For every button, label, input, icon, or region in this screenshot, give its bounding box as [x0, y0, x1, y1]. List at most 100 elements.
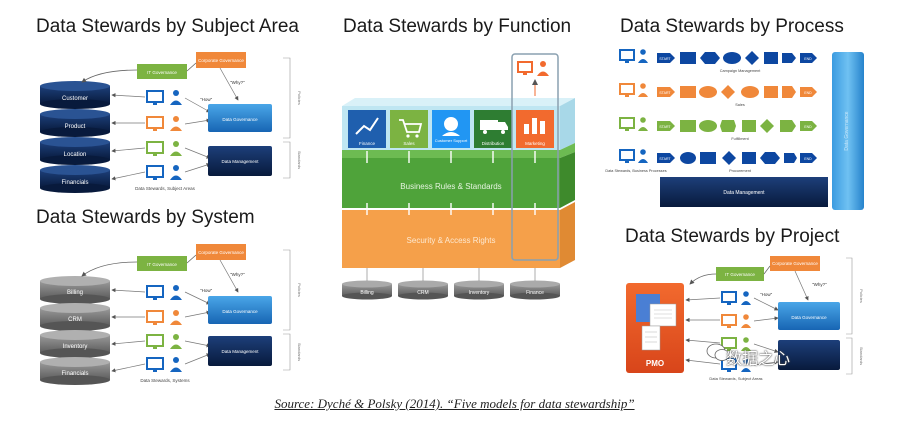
- tile-label: Distribution: [482, 141, 505, 146]
- cylinder-location: Location: [40, 137, 110, 165]
- system-cylinder-inventory: Inventory: [454, 280, 504, 300]
- pmo-document-icon: [636, 294, 677, 351]
- panel-title-subject: Data Stewards by Subject Area: [36, 16, 299, 37]
- it-governance-label: IT Governance: [147, 262, 177, 267]
- process-panel: Data Governance START END Campaign Manag…: [605, 49, 864, 210]
- data-governance-label: Data Governance: [844, 111, 850, 150]
- watermark-text: 数据之心: [726, 351, 791, 368]
- data-management-box: [208, 146, 272, 176]
- corporate-governance-box: [196, 52, 246, 68]
- it-governance-label: IT Governance: [147, 70, 177, 75]
- start-marker: [657, 121, 675, 131]
- data-management-box: [778, 340, 840, 370]
- policies-label: Policies: [297, 91, 302, 105]
- corporate-governance-label: Corporate Governance: [198, 58, 244, 63]
- steward-monitor-icon: [619, 149, 635, 163]
- process-label: Procurement: [729, 169, 752, 173]
- tile-marketing: Marketing: [516, 110, 554, 148]
- panel-title-function: Data Stewards by Function: [343, 16, 572, 37]
- source-caption-text: Source: Dyché & Polsky (2014). “Five mod…: [274, 396, 635, 411]
- subject-panel: Customer Product Location Financials IT …: [40, 52, 302, 193]
- stewards-caption: Data Stewards, Subject Areas: [135, 186, 196, 191]
- standards-label: Standards: [297, 343, 302, 361]
- data-management-box: [660, 177, 828, 207]
- cylinder-label: CRM: [68, 317, 82, 323]
- how-label: "How": [200, 288, 213, 293]
- steward-monitor-icon: [721, 314, 737, 328]
- data-governance-label: Data Governance: [222, 309, 258, 314]
- start-marker: [657, 53, 675, 63]
- it-governance-label: IT Governance: [725, 272, 755, 277]
- tile-sales: Sales: [390, 110, 428, 148]
- system-panel: Billing CRM Inventory Financials IT Gove…: [40, 244, 302, 385]
- steward-person-icon: [170, 310, 182, 325]
- business-rules-layer: [342, 158, 560, 208]
- panel-title-project: Data Stewards by Project: [625, 226, 840, 247]
- data-governance-label: Data Governance: [791, 315, 827, 320]
- marketing-steward-person-icon: [537, 61, 549, 76]
- corporate-governance-label: Corporate Governance: [198, 250, 244, 255]
- standards-label: Standards: [297, 151, 302, 169]
- panel-title-system: Data Stewards by System: [36, 207, 255, 228]
- cylinder-label: Customer: [62, 96, 88, 102]
- system-cylinder-billing: Billing: [342, 280, 392, 300]
- process-label: Fulfillment: [731, 137, 749, 141]
- data-management-box: [208, 336, 272, 366]
- steward-person-icon: [741, 337, 751, 351]
- data-governance-box: [778, 302, 840, 330]
- cylinder-customer: Customer: [40, 81, 110, 109]
- data-governance-box: [208, 104, 272, 132]
- start-label: START: [659, 157, 671, 161]
- stewards-caption: Data Stewards, Business Processes: [605, 169, 666, 173]
- steward-monitor-icon: [146, 334, 164, 349]
- steward-monitor-icon: [146, 116, 164, 131]
- start-marker: [657, 87, 675, 97]
- start-marker: [657, 153, 675, 163]
- cylinder-label: Location: [64, 152, 87, 158]
- corporate-governance-box: [770, 256, 820, 271]
- steward-monitor-icon: [146, 165, 164, 180]
- process-row: START END Procurement: [619, 149, 817, 173]
- steward-person-icon: [741, 291, 751, 305]
- cylinder-financials: Financials: [40, 165, 110, 193]
- pmo-label: PMO: [646, 359, 664, 368]
- start-label: START: [659, 57, 671, 61]
- why-label: "Why?": [230, 272, 245, 277]
- data-management-label: Data Management: [723, 190, 765, 196]
- steward-person-icon: [638, 83, 648, 97]
- steward-monitor-icon: [721, 358, 737, 372]
- steward-person-icon: [170, 285, 182, 300]
- steward-monitor-icon: [721, 291, 737, 305]
- cylinder-product: Product: [40, 109, 110, 137]
- corporate-governance-box: [196, 244, 246, 260]
- how-label: "How": [200, 97, 213, 102]
- steward-monitor-icon: [619, 83, 635, 97]
- steward-person-icon: [170, 90, 182, 105]
- why-label: "Why?": [230, 80, 245, 85]
- system-label: CRM: [417, 290, 428, 296]
- steward-person-icon: [638, 117, 648, 131]
- process-row: START END Campaign Management: [619, 49, 817, 73]
- source-caption: Source: Dyché & Polsky (2014). “Five mod…: [0, 396, 909, 412]
- system-cylinder-crm: CRM: [398, 280, 448, 300]
- steward-monitor-icon: [146, 90, 164, 105]
- it-governance-box: [137, 64, 187, 79]
- steward-person-icon: [170, 334, 182, 349]
- steward-monitor-icon: [619, 49, 635, 63]
- project-panel: PMO IT Governance Corporate Governance "…: [626, 256, 864, 381]
- steward-person-icon: [170, 165, 182, 180]
- it-governance-box: [716, 267, 764, 281]
- steward-monitor-icon: [619, 117, 635, 131]
- process-row: START END Fulfillment: [619, 117, 817, 141]
- tile-label: Customer Support: [435, 138, 468, 143]
- process-row: START END Sales: [619, 83, 817, 107]
- steward-monitor-icon: [721, 337, 737, 351]
- steward-person-icon: [741, 358, 751, 372]
- end-marker: [800, 87, 817, 97]
- start-label: START: [659, 91, 671, 95]
- cylinder-label: Inventory: [63, 344, 88, 350]
- how-label: "How": [760, 292, 773, 297]
- cyan-layer-top: [342, 98, 575, 106]
- steward-monitor-icon: [146, 310, 164, 325]
- system-label: Finance: [526, 290, 544, 296]
